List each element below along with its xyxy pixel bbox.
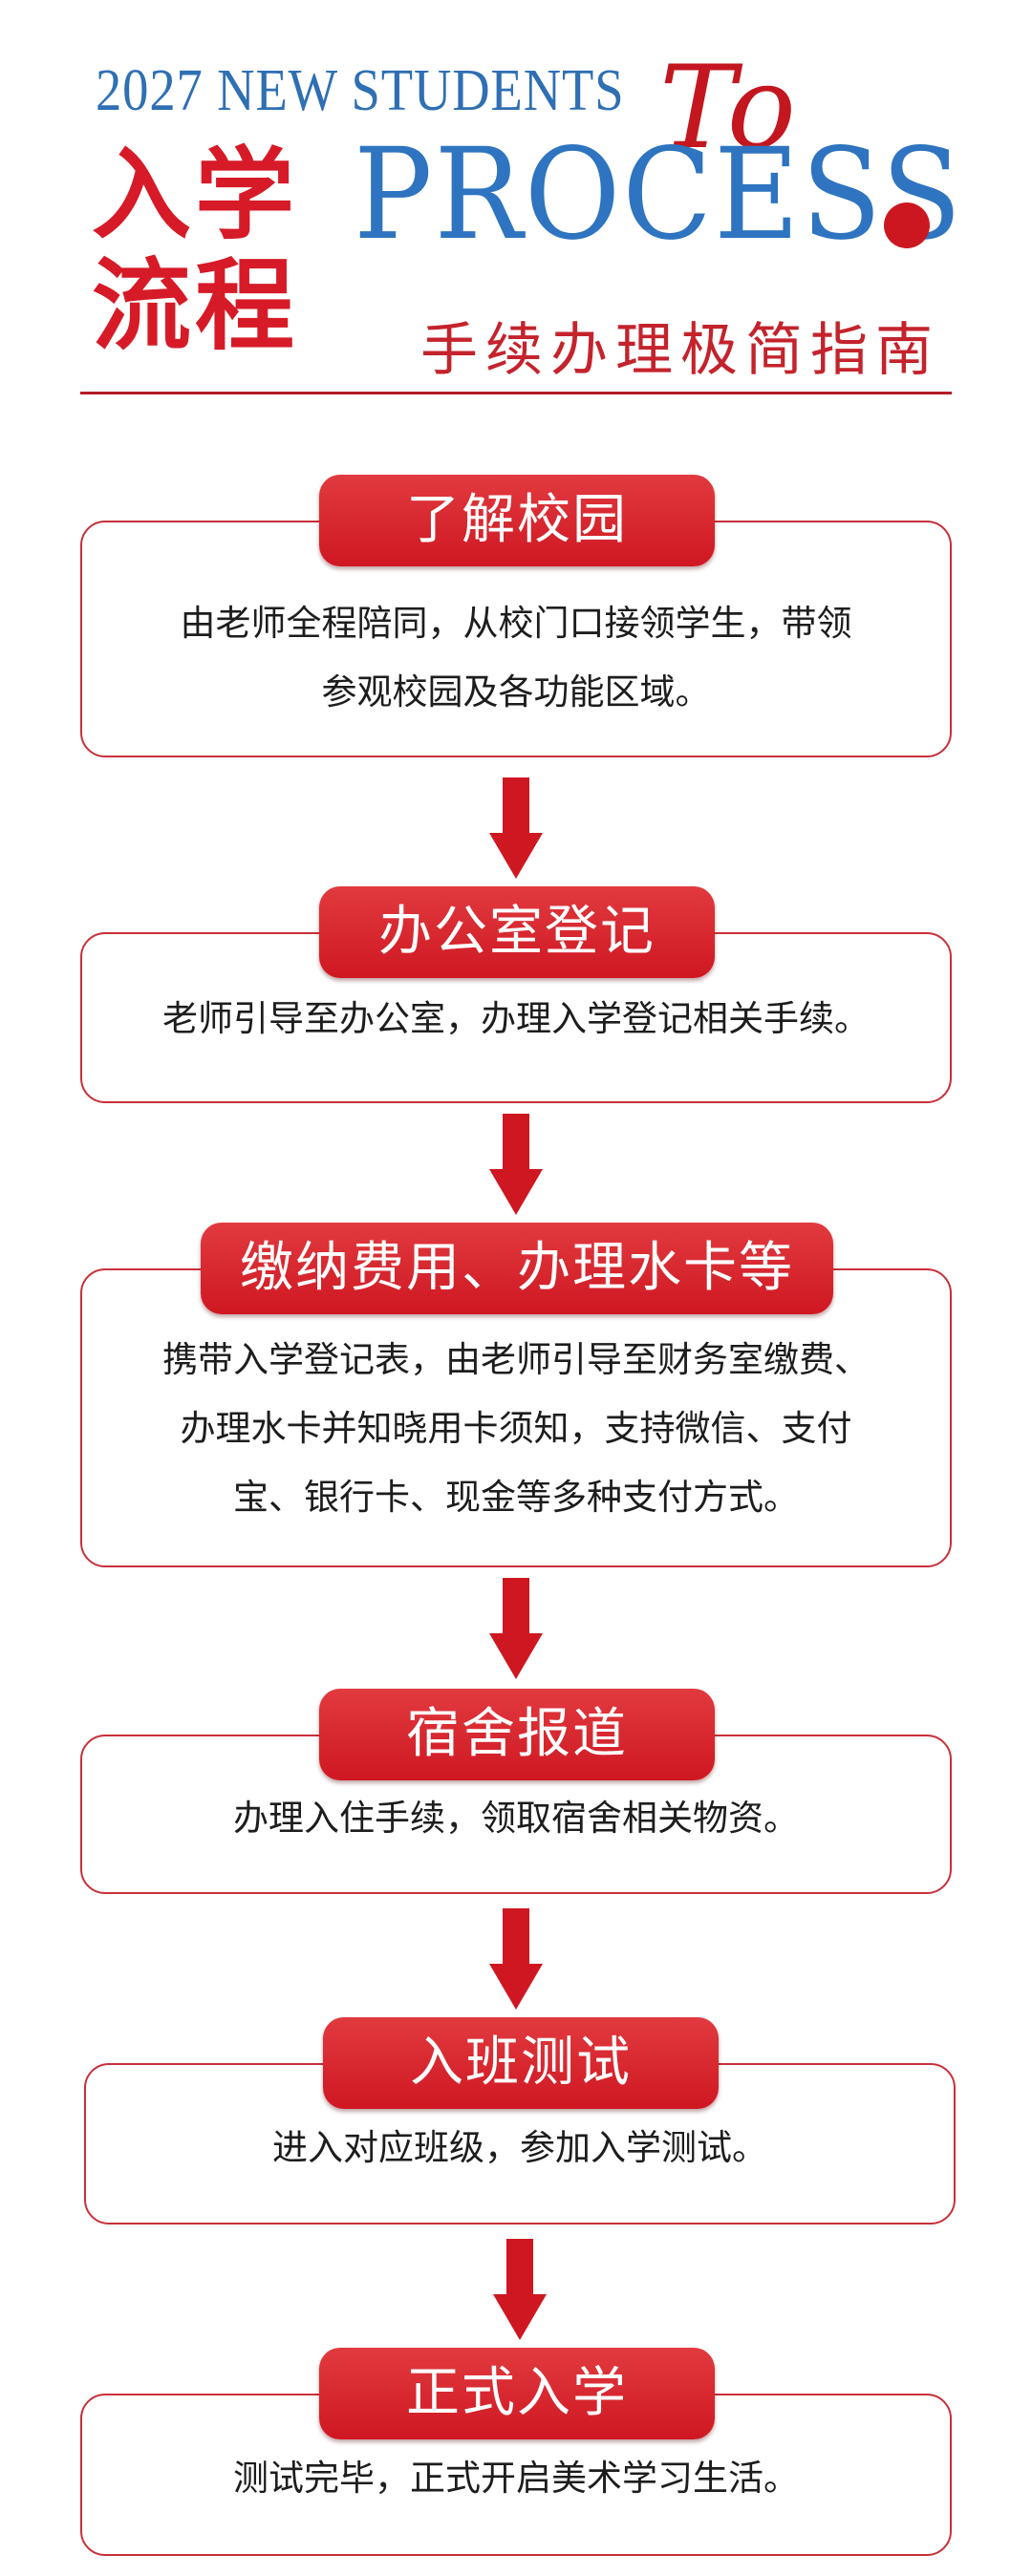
step-description: 测试完毕，正式开启美术学习生活。 bbox=[101, 2444, 931, 2513]
step-box: 进入对应班级，参加入学测试。 bbox=[84, 2063, 956, 2225]
header-process: PROCESS bbox=[354, 121, 964, 268]
step-title: 正式入学 bbox=[319, 2348, 715, 2439]
step-formal-enrollment: 测试完毕，正式开启美术学习生活。 正式入学 bbox=[80, 2348, 952, 2556]
header-to-script: To bbox=[659, 42, 796, 175]
down-arrow-icon bbox=[489, 777, 543, 879]
header-title-line1: 入学 bbox=[92, 137, 299, 253]
header-slogan: 手续办理极简指南 bbox=[420, 317, 940, 384]
step-description-line: 参观校园及各功能区域。 bbox=[321, 671, 711, 713]
step-description: 办理入住手续，领取宿舍相关物资。 bbox=[101, 1784, 931, 1853]
step-description: 老师引导至办公室，办理入学登记相关手续。 bbox=[101, 985, 931, 1054]
header-divider bbox=[80, 392, 952, 394]
header-title-line2: 流程 bbox=[92, 247, 299, 364]
down-arrow-icon bbox=[489, 1908, 543, 2010]
down-arrow-icon bbox=[489, 1114, 543, 1215]
down-arrow-icon bbox=[489, 1578, 543, 1679]
step-pay-fees: 携带入学登记表，由老师引导至财务室缴费、 办理水卡并知晓用卡须知，支持微信、支付… bbox=[80, 1223, 952, 1567]
step-description-line: 办理入住手续，领取宿舍相关物资。 bbox=[233, 1798, 799, 1839]
step-title: 缴纳费用、办理水卡等 bbox=[201, 1223, 833, 1314]
step-description-line: 携带入学登记表，由老师引导至财务室缴费、 bbox=[162, 1339, 870, 1380]
step-title: 了解校园 bbox=[319, 475, 715, 566]
step-description-line: 进入对应班级，参加入学测试。 bbox=[272, 2127, 767, 2168]
step-class-placement-test: 进入对应班级，参加入学测试。 入班测试 bbox=[84, 2017, 956, 2225]
step-dormitory-checkin: 办理入住手续，领取宿舍相关物资。 宿舍报道 bbox=[80, 1689, 952, 1894]
header-subtitle: 2027 NEW STUDENTS bbox=[96, 58, 625, 123]
step-office-registration: 老师引导至办公室，办理入学登记相关手续。 办公室登记 bbox=[80, 886, 952, 1103]
step-description-line: 测试完毕，正式开启美术学习生活。 bbox=[233, 2458, 799, 2499]
header-red-dot bbox=[884, 202, 930, 248]
step-description: 进入对应班级，参加入学测试。 bbox=[105, 2114, 935, 2182]
step-understand-campus: 由老师全程陪同，从校门口接领学生，带领 参观校园及各功能区域。 了解校园 bbox=[80, 475, 952, 757]
step-title: 入班测试 bbox=[323, 2017, 719, 2109]
step-description-line: 宝、银行卡、现金等多种支付方式。 bbox=[233, 1477, 799, 1518]
step-title: 宿舍报道 bbox=[319, 1689, 715, 1780]
step-title: 办公室登记 bbox=[319, 886, 715, 978]
down-arrow-icon bbox=[493, 2239, 547, 2340]
step-description-line: 老师引导至办公室，办理入学登记相关手续。 bbox=[162, 998, 870, 1039]
step-description: 由老师全程陪同，从校门口接领学生，带领 参观校园及各功能区域。 bbox=[101, 589, 931, 727]
step-box: 携带入学登记表，由老师引导至财务室缴费、 办理水卡并知晓用卡须知，支持微信、支付… bbox=[80, 1268, 952, 1567]
step-box: 测试完毕，正式开启美术学习生活。 bbox=[80, 2394, 952, 2556]
step-box: 办理入住手续，领取宿舍相关物资。 bbox=[80, 1735, 952, 1894]
step-description-line: 由老师全程陪同，从校门口接领学生，带领 bbox=[180, 603, 852, 644]
step-description-line: 办理水卡并知晓用卡须知，支持微信、支付 bbox=[180, 1408, 852, 1449]
step-description: 携带入学登记表，由老师引导至财务室缴费、 办理水卡并知晓用卡须知，支持微信、支付… bbox=[101, 1326, 931, 1532]
